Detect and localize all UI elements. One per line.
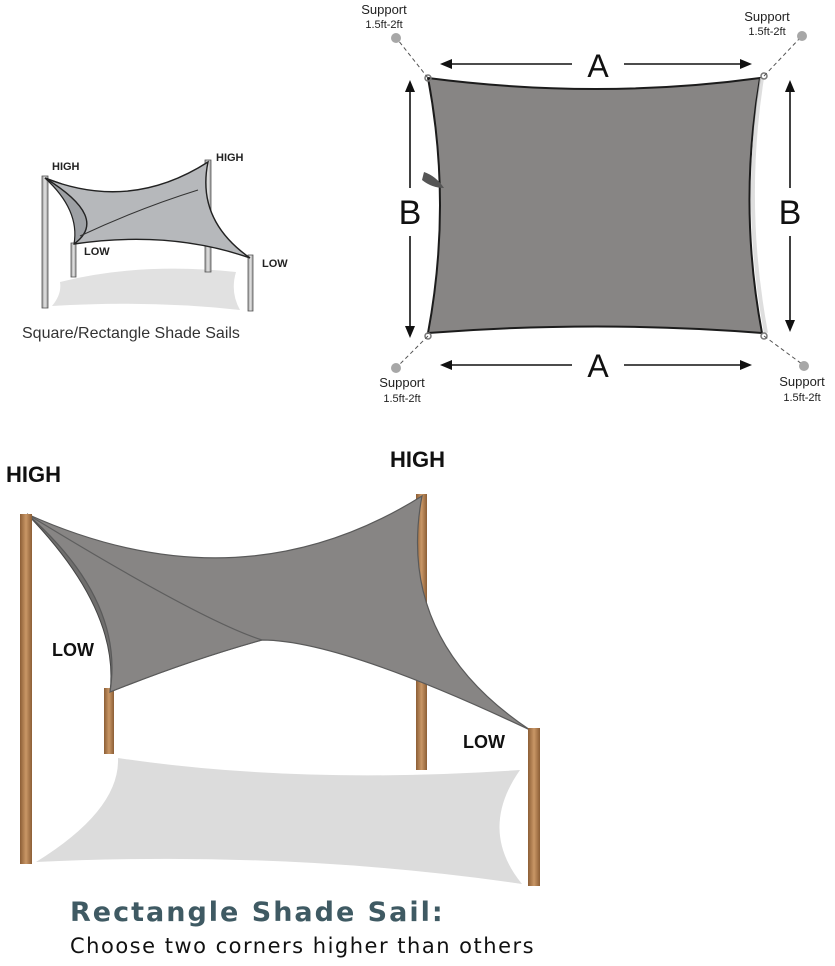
large-sail-crease [26, 513, 263, 641]
dim-arrowhead-bottom-right [740, 360, 752, 370]
support-distance-tr: 1.5ft-2ft [748, 26, 785, 38]
small-sail-seam [79, 189, 199, 237]
corner-ring-tr [760, 72, 768, 80]
rect-sail [426, 76, 764, 335]
dim-arrowhead-left-bottom [405, 326, 415, 338]
small-label-low-left: LOW [84, 246, 110, 258]
support-distance-bl: 1.5ft-2ft [383, 393, 420, 405]
dim-label-top: A [587, 48, 609, 84]
corner-ring-br [760, 332, 768, 340]
dim-arrowhead-top-right [740, 59, 752, 69]
support-title-tl: Support [361, 2, 407, 17]
support-line-tr [763, 37, 801, 77]
dim-arrowhead-left-top [405, 80, 415, 92]
dim-arrowhead-right-top [785, 80, 795, 92]
large-label-high-left: HIGH [6, 462, 61, 487]
corner-ring-tl [424, 74, 432, 82]
footer-subtitle: Choose two corners higher than others [70, 934, 536, 958]
small-pole-low-left [70, 242, 77, 278]
small-ground-shadow [52, 268, 240, 310]
small-pole-high-left [41, 175, 49, 309]
dim-arrowhead-top-left [440, 59, 452, 69]
large-pole-high-left [20, 514, 32, 864]
support-distance-br: 1.5ft-2ft [783, 392, 820, 404]
small-label-high-right: HIGH [216, 152, 244, 164]
support-title-br: Support [779, 374, 825, 389]
large-ground-shadow [36, 758, 522, 884]
dim-label-right: B [779, 194, 802, 232]
large-pole-low-right [528, 728, 540, 886]
footer-title: Rectangle Shade Sail: [70, 897, 445, 928]
large-sail-diagram: HIGH HIGH LOW LOW [6, 447, 540, 886]
small-sail-diagram: HIGH HIGH LOW LOW Square/Rectangle Shade… [22, 152, 288, 342]
dimension-diagram: Support 1.5ft-2ft Support 1.5ft-2ft Supp… [361, 2, 825, 405]
corner-ring-bl [424, 332, 432, 340]
support-distance-tl: 1.5ft-2ft [365, 19, 402, 31]
small-label-low-right: LOW [262, 258, 288, 270]
support-line-br [763, 335, 803, 365]
large-pole-low-left [104, 688, 114, 754]
support-title-tr: Support [744, 9, 790, 24]
support-line-bl [397, 335, 429, 367]
dim-label-bottom: A [587, 348, 609, 384]
small-pole-low-right [247, 254, 254, 312]
large-label-low-left: LOW [52, 640, 94, 660]
small-label-high-left: HIGH [52, 161, 80, 173]
large-sail-front [26, 494, 531, 731]
large-label-high-right: HIGH [390, 447, 445, 472]
support-line-tl [397, 39, 429, 79]
dim-label-left: B [399, 194, 422, 232]
small-caption: Square/Rectangle Shade Sails [22, 325, 240, 342]
support-title-bl: Support [379, 375, 425, 390]
rect-sail-edge-highlight [750, 77, 768, 334]
support-dot-br [799, 361, 809, 371]
small-sail-front [44, 160, 251, 259]
dim-arrowhead-bottom-left [440, 360, 452, 370]
support-dot-tl [391, 33, 401, 43]
dim-arrowhead-right-bottom [785, 320, 795, 332]
support-dot-bl [391, 363, 401, 373]
support-dot-tr [797, 31, 807, 41]
rect-sail-strap [422, 172, 444, 188]
large-label-low-right: LOW [463, 732, 505, 752]
